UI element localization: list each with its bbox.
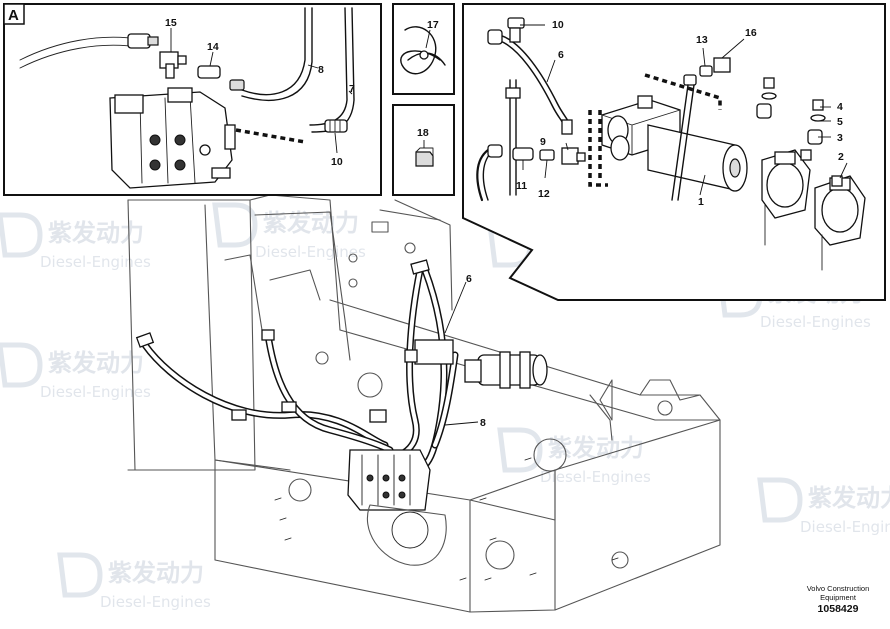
watermark-text-en: Diesel-Engines — [760, 313, 871, 331]
detail-box-17: 17 — [392, 3, 455, 95]
credit-company-line2: Equipment — [820, 593, 857, 602]
watermark-text-en: Diesel-Engines — [100, 593, 211, 611]
callout-1: 1 — [698, 196, 704, 208]
callout-17: 17 — [427, 19, 439, 31]
callout-2: 2 — [838, 151, 844, 163]
drawing-number: 1058429 — [818, 603, 859, 615]
detail-box-accumulator: 10 6 9 11 12 13 16 1 2 4 5 3 — [462, 3, 886, 301]
watermark-text-en: Diesel-Engines — [40, 383, 151, 401]
callout-10-a: 10 — [331, 156, 343, 168]
callout-13: 13 — [696, 34, 708, 46]
callout-14: 14 — [207, 41, 219, 53]
credit-company-line1: Volvo Construction — [807, 584, 870, 593]
callout-12: 12 — [538, 188, 550, 200]
watermark-text-cn: 紫发动力 — [48, 349, 144, 377]
watermark-text-en: Diesel-Engines — [540, 468, 651, 486]
callout-6-main: 6 — [466, 273, 472, 285]
callout-11: 11 — [516, 180, 527, 192]
watermark-text-cn: 紫发动力 — [48, 219, 144, 247]
callout-7: 7 — [349, 83, 355, 95]
callout-18: 18 — [417, 127, 429, 139]
callout-9: 9 — [540, 136, 546, 148]
watermark-tile: 紫发动力 Diesel-Engines — [0, 342, 151, 401]
callout-3: 3 — [837, 132, 843, 144]
panel-letter-a: A — [8, 7, 19, 24]
watermark-tile: 紫发动力 Diesel-Engines — [497, 427, 651, 486]
callout-5: 5 — [837, 116, 843, 128]
callout-8-main: 8 — [480, 417, 486, 429]
watermark-text-en: Diesel-Engines — [800, 518, 890, 536]
watermark-text-en: Diesel-Engines — [255, 243, 366, 261]
callout-16: 16 — [745, 27, 757, 39]
callout-6-detail: 6 — [558, 49, 564, 61]
detail-box-a: A — [3, 3, 382, 196]
detail-box-18: 18 — [392, 104, 455, 196]
callout-8: 8 — [318, 64, 324, 76]
callout-10-top: 10 — [552, 19, 564, 31]
bracket-left — [761, 149, 811, 246]
watermark-text-cn: 紫发动力 — [108, 559, 204, 587]
credit-block: Volvo Construction Equipment 1058429 — [807, 584, 870, 615]
watermark-text-en: Diesel-Engines — [40, 253, 151, 271]
watermark-text-cn: 紫发动力 — [808, 484, 890, 512]
main-assembly — [135, 259, 548, 566]
watermark-tile: 紫发动力 Diesel-Engines — [57, 552, 211, 611]
bolt-washer-stack — [756, 77, 843, 187]
control-valve-main — [347, 449, 431, 511]
watermark-tile: 紫发动力 Diesel-Engines — [0, 212, 151, 271]
callout-4: 4 — [837, 101, 843, 113]
control-valve-detail — [109, 87, 236, 189]
watermark-tile: 紫发动力 Diesel-Engines — [757, 477, 890, 536]
callout-15: 15 — [165, 17, 177, 29]
machine-frame — [127, 194, 721, 613]
